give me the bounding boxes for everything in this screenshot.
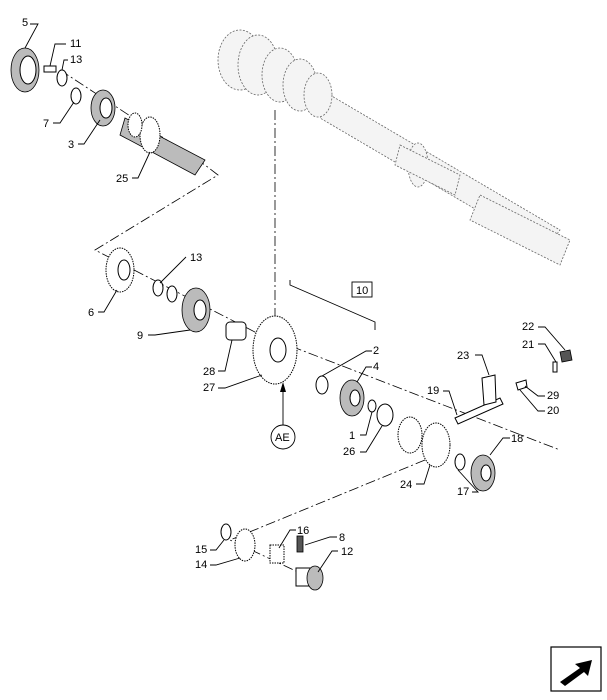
callout-11: 11: [70, 38, 81, 50]
seal-5: [10, 47, 40, 93]
roller-16: [269, 544, 285, 564]
callout-1: 1: [349, 430, 355, 442]
callout-19: 19: [427, 385, 439, 397]
reference-box: [351, 281, 373, 298]
callout-7: 7: [43, 118, 49, 130]
ring-1: [367, 399, 377, 413]
bearing-3: [90, 89, 116, 127]
arrow-next-page-icon[interactable]: [550, 646, 602, 692]
callout-27: 27: [203, 382, 215, 394]
rings-13b: [152, 279, 178, 303]
callout-3: 3: [68, 139, 74, 151]
callout-2: 2: [373, 345, 379, 357]
callout-20: 20: [547, 405, 559, 417]
pin-11: [43, 65, 57, 73]
bracket-23: [481, 374, 497, 406]
callout-labels: 5 11 13 7 3 25 13 6 9 28 27 10 2 4 22 21…: [22, 17, 559, 571]
callout-4: 4: [373, 361, 379, 373]
callout-18: 18: [511, 433, 523, 445]
callout-10: 10: [356, 285, 368, 297]
callout-17: 17: [457, 486, 469, 498]
bearing-18: [470, 454, 496, 492]
callout-13: 13: [70, 54, 82, 66]
detail-marker-circle: [270, 424, 296, 450]
ring-2: [315, 375, 329, 395]
callout-28: 28: [203, 366, 215, 378]
ring-7: [70, 87, 82, 105]
callout-6: 6: [88, 307, 94, 319]
center-lines: [59, 69, 561, 581]
gear-24: [397, 416, 451, 468]
ring-17: [454, 453, 466, 471]
leader-lines: [24, 23, 566, 573]
callout-29: 29: [547, 390, 559, 402]
bolt-22: [552, 349, 573, 373]
callout-22: 22: [522, 321, 534, 333]
callout-25: 25: [116, 173, 128, 185]
gear-6: [105, 247, 135, 293]
ghost-shaft-assembly: [217, 29, 571, 266]
callout-15: 15: [195, 544, 207, 556]
bushing-26: [376, 403, 394, 427]
shaft-25: [119, 112, 206, 176]
hub-9: [181, 287, 211, 333]
ring-13a: [56, 69, 68, 87]
gear-14: [234, 528, 256, 562]
callout-16: 16: [297, 525, 309, 537]
callout-14: 14: [195, 559, 207, 571]
callout-12: 12: [341, 546, 353, 558]
bearing-4: [339, 379, 365, 417]
detail-marker-ae: AE: [275, 432, 290, 444]
callout-8: 8: [339, 532, 345, 544]
callout-5: 5: [22, 17, 28, 29]
bushing-28: [225, 321, 247, 341]
callout-9: 9: [137, 330, 143, 342]
shaft-12: [295, 565, 324, 591]
ring-15: [220, 523, 232, 541]
callout-24: 24: [400, 479, 412, 491]
fitting-29: [515, 379, 528, 391]
callout-21: 21: [522, 339, 534, 351]
pin-8: [296, 535, 304, 553]
callout-13b: 13: [190, 252, 202, 264]
callout-26: 26: [343, 446, 355, 458]
gear-27: [252, 315, 298, 385]
callout-23: 23: [457, 350, 469, 362]
